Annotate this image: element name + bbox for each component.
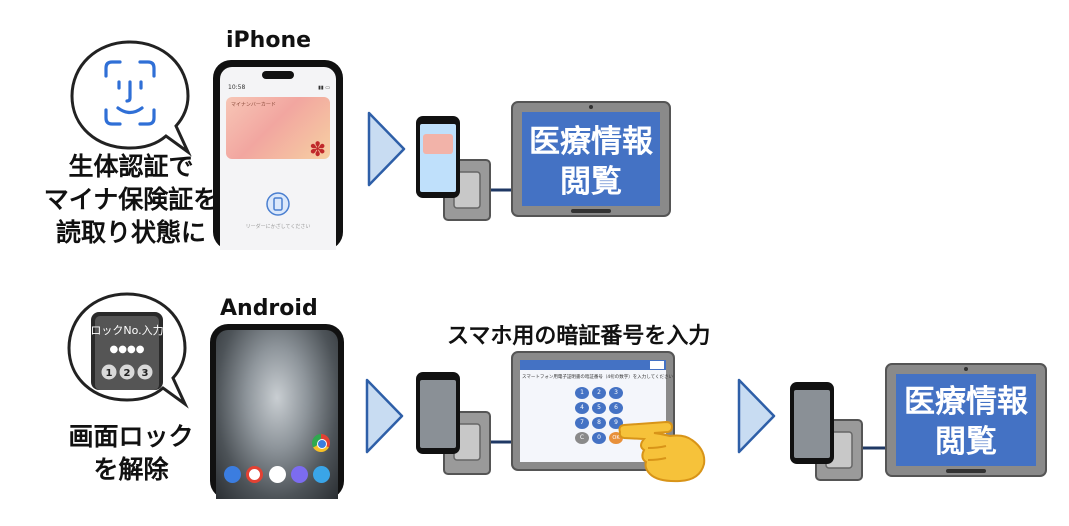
face-id-bubble — [70, 40, 192, 157]
tablet-prompt: スマートフォン用電子証明書の暗証番号（4桁の数字）を入力してください — [522, 375, 673, 380]
keypad-key[interactable]: 9 — [609, 417, 623, 429]
monitor-text-row2: 医療情報 閲覧 — [904, 384, 1028, 460]
chrome-icon — [312, 434, 330, 452]
keypad-key[interactable]: 2 — [592, 387, 606, 399]
monitor-text-row1: 医療情報 閲覧 — [529, 124, 653, 200]
reader-setup-row1 — [416, 101, 671, 221]
bubble-caption-row1: 生体認証で マイナ保険証を 読取り状態に — [43, 152, 219, 247]
lock-keys: 1 2 3 — [101, 364, 153, 380]
app-icon-5 — [313, 466, 330, 483]
svg-text:1: 1 — [106, 368, 113, 379]
keypad-key[interactable]: 7 — [575, 417, 589, 429]
face-id-icon — [104, 60, 156, 126]
tablet-keypad: 1 2 3 4 5 6 7 8 9 C 0 OK — [575, 387, 627, 444]
flow-arrow-2 — [365, 378, 404, 454]
lock-dots: ●●●● — [110, 344, 145, 355]
svg-text:3: 3 — [142, 368, 149, 379]
keypad-key[interactable]: 4 — [575, 402, 589, 414]
card-label: マイナンバーカード — [231, 102, 276, 108]
keypad-key[interactable]: 5 — [592, 402, 606, 414]
keypad-key[interactable]: C — [575, 432, 589, 444]
app-dock — [224, 466, 330, 483]
android-label: Android — [220, 296, 318, 321]
flow-arrow-3 — [737, 378, 776, 454]
my-number-card: マイナンバーカード ✽ — [226, 97, 330, 159]
android-screen — [216, 330, 338, 499]
nfc-icon — [266, 192, 290, 216]
iphone-screen: 10:58 ▮▮ ▭ マイナンバーカード ✽ リーダーにかざしてください — [220, 67, 336, 250]
pin-caption: スマホ用の暗証番号を入力 — [447, 324, 711, 349]
pointing-hand-icon — [618, 420, 706, 483]
keypad-key[interactable]: 8 — [592, 417, 606, 429]
app-icon-4 — [290, 466, 308, 483]
keypad-key[interactable]: 1 — [575, 387, 589, 399]
android-device — [210, 324, 344, 499]
svg-text:2: 2 — [124, 368, 131, 379]
app-icon-2 — [246, 466, 264, 483]
dynamic-island — [262, 71, 294, 79]
keypad-key[interactable]: 0 — [592, 432, 606, 444]
flow-arrow-1 — [367, 111, 406, 187]
reader-hint: リーダーにかざしてください — [245, 224, 311, 230]
lock-title: ロックNo.入力 — [90, 324, 163, 337]
iphone-label: iPhone — [226, 28, 312, 53]
reader-setup-row3 — [790, 363, 1047, 481]
keypad-key[interactable]: 3 — [609, 387, 623, 399]
lock-number-bubble: ロックNo.入力 ●●●● 1 2 3 — [67, 292, 189, 409]
status-time: 10:58 — [228, 84, 246, 91]
app-icon-1 — [224, 466, 241, 483]
keypad-key[interactable]: 6 — [609, 402, 623, 414]
card-flower-icon: ✽ — [309, 137, 326, 161]
iphone-device: 10:58 ▮▮ ▭ マイナンバーカード ✽ リーダーにかざしてください — [213, 60, 343, 250]
app-icon-3 — [268, 466, 286, 483]
bubble-caption-row2: 画面ロック を解除 — [68, 422, 194, 484]
status-icons: ▮▮ ▭ — [318, 85, 330, 91]
